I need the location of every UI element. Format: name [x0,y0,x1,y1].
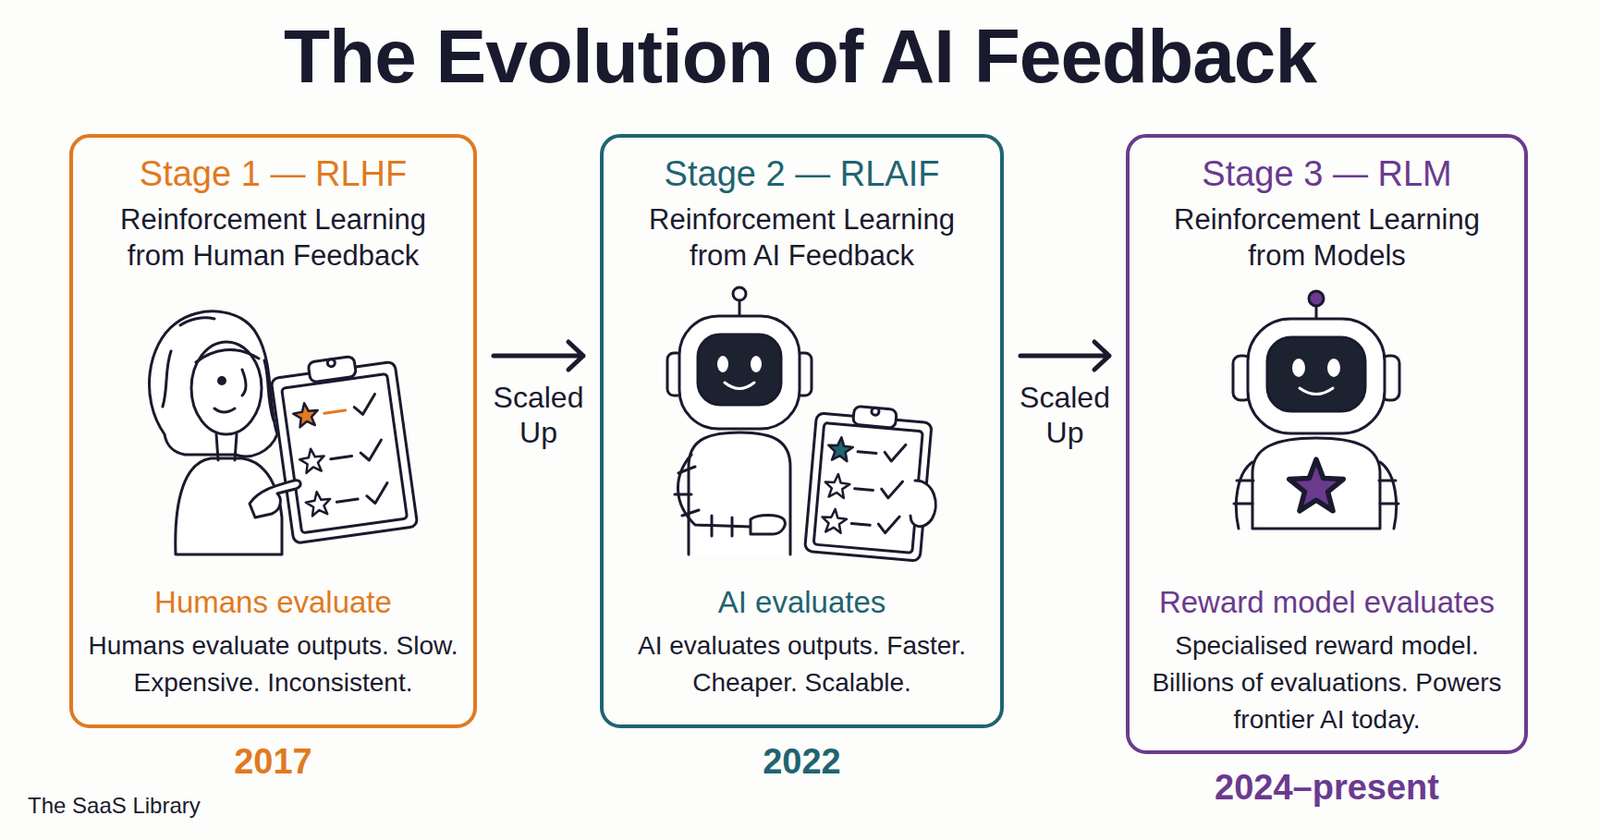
stage-subtitle: Reinforcement Learning from Models [1138,202,1515,275]
robot-figure-part [827,436,855,463]
stage-box: Stage 2 — RLAIF Reinforcement Learning fr… [599,134,1004,729]
stage-description: AI evaluates outputs. Faster. Cheaper. S… [612,627,991,702]
year-label: 2017 [233,741,313,784]
robot-figure-part [750,515,785,536]
robot-figure-part [697,334,782,405]
robot-figure-part [857,451,877,454]
reward-robot-figure-part [1289,459,1344,512]
woman-figure-part [216,434,237,461]
stage-description: Specialised reward model. Billions of ev… [1138,627,1515,738]
robot-figure-part [853,405,898,428]
robot-figure-part [674,466,733,537]
robot-figure-part [820,508,848,535]
stage-heading: Stage 2 — RLAIF [612,152,991,197]
stage-box: Stage 3 — RLM Reinforcement Learning from… [1125,134,1528,755]
year-label: 2022 [762,741,842,784]
evaluator-label: AI evaluates [612,583,991,622]
stage-subtitle: Reinforcement Learning from Human Feedba… [82,202,465,275]
robot-figure-part [717,355,729,373]
woman-figure-part [330,456,353,460]
woman-figure-part [365,482,391,504]
reward-robot-figure-part [1252,438,1381,529]
woman-figure-part [304,489,332,517]
robot-figure-part [910,480,936,527]
woman-figure-part [327,358,336,367]
evaluator-label: Humans evaluate [82,583,465,622]
woman-figure-part [336,499,358,502]
robot-figure-part [677,454,751,527]
robot-figure-part [851,524,870,526]
robot-figure-part [805,413,933,562]
woman-figure-part [219,378,226,385]
edge-label: Scaled Up [488,379,590,452]
reward-robot-figure [1233,291,1400,529]
stage-box: Stage 1 — RLHF Reinforcement Learning fro… [69,134,477,729]
robot-figure [667,287,936,562]
woman-figure-part [270,361,418,544]
robot-figure-part [880,479,904,500]
robot-figure-part [738,299,742,317]
woman-figure-part [214,408,235,413]
robot-figure-part [813,423,923,554]
scale-arrow [493,341,584,370]
robot-figure-part [805,403,934,562]
woman-figure-part [353,393,379,416]
robot-figure-part [823,473,851,500]
robot-figure-part [732,287,746,301]
evaluator-label: Reward model evaluates [1138,583,1515,622]
year-label: 2024–present [1214,767,1440,810]
woman-figure-part [359,439,385,462]
woman-figure-part [148,311,278,457]
reward-robot-figure-part [1299,388,1333,395]
robot-figure-part [883,442,906,463]
reward-robot-figure-part [1308,291,1324,306]
robot-figure-part [854,488,874,491]
woman-figure-part [268,350,417,544]
reward-robot-figure-part [1292,358,1306,378]
woman-figure-part [298,447,327,475]
watermark: The SaaS Library [27,793,201,820]
stage-description: Humans evaluate outputs. Slow. Expensive… [82,627,465,702]
stage-heading: Stage 1 — RLHF [82,152,465,197]
woman-figure-part [307,355,357,383]
stage-heading: Stage 3 — RLM [1138,152,1515,197]
robot-figure-part [871,407,880,416]
robot-figure-part [878,514,901,535]
woman-figure-part [191,341,262,435]
woman-figure-part [292,401,320,428]
robot-figure-part [750,355,762,373]
woman-figure-part [242,369,246,396]
reward-robot-figure-part [1327,358,1341,378]
edge-label: Scaled Up [1013,379,1116,452]
robot-figure-part [724,382,755,390]
woman-figure-part [324,410,346,414]
woman-figure-part [281,373,408,533]
robot-figure-part [679,316,800,429]
woman-figure-part [195,349,259,363]
woman-figure-part [249,480,301,518]
diagram-title: The Evolution of AI Feedback [0,12,1600,100]
stage-subtitle: Reinforcement Learning from AI Feedback [612,202,991,275]
reward-robot-figure-part [1267,337,1366,412]
robot-figure-part [688,432,791,555]
reward-robot-figure-part [1247,318,1385,434]
scale-arrow [1020,341,1110,370]
woman-figure [148,311,417,555]
